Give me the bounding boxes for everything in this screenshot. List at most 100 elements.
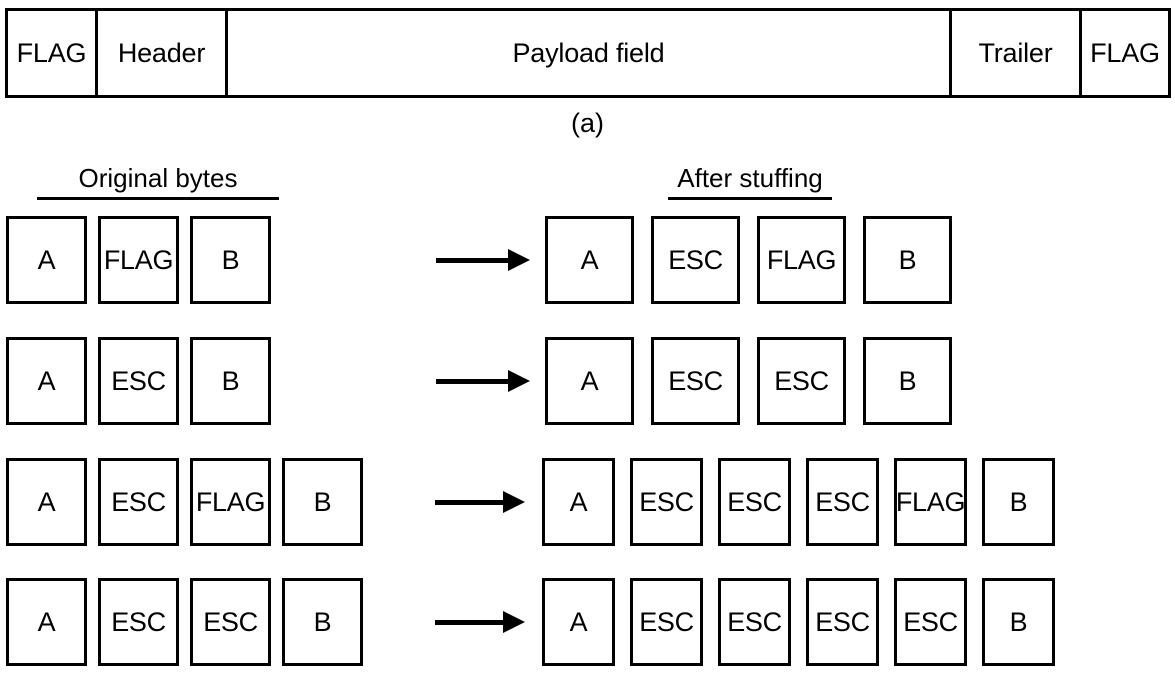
- frame-cell-payload: Payload field: [225, 11, 949, 95]
- byte-box-label: ESC: [668, 244, 723, 275]
- byte-box: ESC: [718, 458, 791, 546]
- arrow-shaft: [435, 500, 505, 505]
- column-heading-after-stuffing: After stuffing: [668, 165, 832, 200]
- byte-box: ESC: [757, 337, 846, 425]
- arrow-head: [508, 249, 530, 271]
- byte-box: A: [6, 458, 87, 546]
- byte-box: FLAG: [98, 216, 179, 304]
- byte-box-label: B: [313, 606, 332, 637]
- byte-box: FLAG: [190, 458, 271, 546]
- byte-box-label: B: [221, 365, 240, 396]
- byte-box-label: ESC: [668, 365, 723, 396]
- byte-box-label: ESC: [815, 606, 870, 637]
- byte-box-label: ESC: [111, 486, 166, 517]
- byte-box-label: FLAG: [195, 486, 266, 517]
- frame-cell-header: Header: [95, 11, 225, 95]
- byte-box: A: [542, 578, 615, 666]
- byte-box-label: B: [313, 486, 332, 517]
- byte-box-label: A: [37, 606, 56, 637]
- byte-box: A: [6, 337, 87, 425]
- byte-box: B: [982, 578, 1055, 666]
- byte-box: ESC: [651, 216, 740, 304]
- byte-box-label: B: [1009, 606, 1028, 637]
- byte-box-label: B: [1009, 486, 1028, 517]
- byte-box-label: ESC: [639, 606, 694, 637]
- byte-box-label: A: [569, 486, 588, 517]
- byte-box: ESC: [98, 458, 179, 546]
- byte-box: A: [6, 216, 87, 304]
- arrow-head: [503, 491, 525, 513]
- byte-box: B: [863, 216, 952, 304]
- frame-cell-label: FLAG: [16, 37, 87, 68]
- column-heading-original-bytes-text: Original bytes: [78, 163, 238, 193]
- original-byte-sequence: A ESC FLAG B: [6, 458, 374, 546]
- frame-cell-label: Payload field: [512, 37, 665, 68]
- byte-box: B: [863, 337, 952, 425]
- byte-box-label: FLAG: [766, 244, 837, 275]
- byte-box: ESC: [630, 458, 703, 546]
- original-byte-sequence: A ESC ESC B: [6, 578, 374, 666]
- byte-box: ESC: [190, 578, 271, 666]
- heading-underline: [37, 197, 279, 200]
- subfigure-caption-a: (a): [0, 110, 1175, 137]
- byte-box: A: [542, 458, 615, 546]
- arrow-shaft: [436, 379, 510, 384]
- byte-box: B: [190, 337, 271, 425]
- byte-box-label: ESC: [203, 606, 258, 637]
- byte-box-label: B: [898, 244, 917, 275]
- arrow-head: [503, 611, 525, 633]
- byte-box: A: [545, 337, 634, 425]
- arrow-shaft: [435, 620, 505, 625]
- byte-stuffing-row: A ESC FLAG B A ESC ESC ESC FLAG B: [0, 458, 1175, 546]
- byte-box: ESC: [98, 578, 179, 666]
- byte-box: ESC: [806, 458, 879, 546]
- byte-stuffing-row: A ESC B A ESC ESC B: [0, 337, 1175, 425]
- byte-box: ESC: [651, 337, 740, 425]
- byte-box: ESC: [806, 578, 879, 666]
- column-heading-after-stuffing-text: After stuffing: [677, 163, 823, 193]
- byte-box: FLAG: [894, 458, 967, 546]
- byte-box-label: ESC: [727, 486, 782, 517]
- subfigure-caption-a-text: (a): [571, 108, 604, 138]
- right-arrow-icon: [435, 610, 525, 634]
- byte-box-label: ESC: [774, 365, 829, 396]
- right-arrow-icon: [436, 369, 530, 393]
- frame-cell-label: Header: [117, 37, 206, 68]
- byte-box-label: ESC: [903, 606, 958, 637]
- byte-box: ESC: [718, 578, 791, 666]
- byte-box: A: [545, 216, 634, 304]
- frame-cell-flag-start: FLAG: [8, 11, 95, 95]
- stuffed-byte-sequence: A ESC ESC ESC FLAG B: [542, 458, 1070, 546]
- arrow-shaft: [436, 258, 510, 263]
- heading-underline: [668, 197, 832, 200]
- arrow-head: [508, 370, 530, 392]
- byte-box-label: A: [37, 486, 56, 517]
- column-heading-original-bytes: Original bytes: [37, 165, 279, 200]
- stuffed-byte-sequence: A ESC FLAG B: [545, 216, 969, 304]
- byte-box-label: A: [37, 365, 56, 396]
- frame-cell-trailer: Trailer: [949, 11, 1079, 95]
- byte-box-label: A: [580, 244, 599, 275]
- byte-box-label: B: [898, 365, 917, 396]
- byte-box: A: [6, 578, 87, 666]
- byte-box-label: ESC: [727, 606, 782, 637]
- byte-box-label: A: [580, 365, 599, 396]
- stuffed-byte-sequence: A ESC ESC B: [545, 337, 969, 425]
- byte-box: ESC: [894, 578, 967, 666]
- byte-box-label: ESC: [639, 486, 694, 517]
- byte-box: B: [282, 578, 363, 666]
- byte-box-label: A: [569, 606, 588, 637]
- stuffed-byte-sequence: A ESC ESC ESC ESC B: [542, 578, 1070, 666]
- byte-box-label: FLAG: [103, 244, 174, 275]
- byte-box-label: ESC: [815, 486, 870, 517]
- frame-cell-label: FLAG: [1090, 37, 1160, 68]
- byte-box: B: [282, 458, 363, 546]
- right-arrow-icon: [436, 248, 530, 272]
- byte-box-label: ESC: [111, 365, 166, 396]
- byte-box-label: ESC: [111, 606, 166, 637]
- original-byte-sequence: A ESC B: [6, 337, 282, 425]
- right-arrow-icon: [435, 490, 525, 514]
